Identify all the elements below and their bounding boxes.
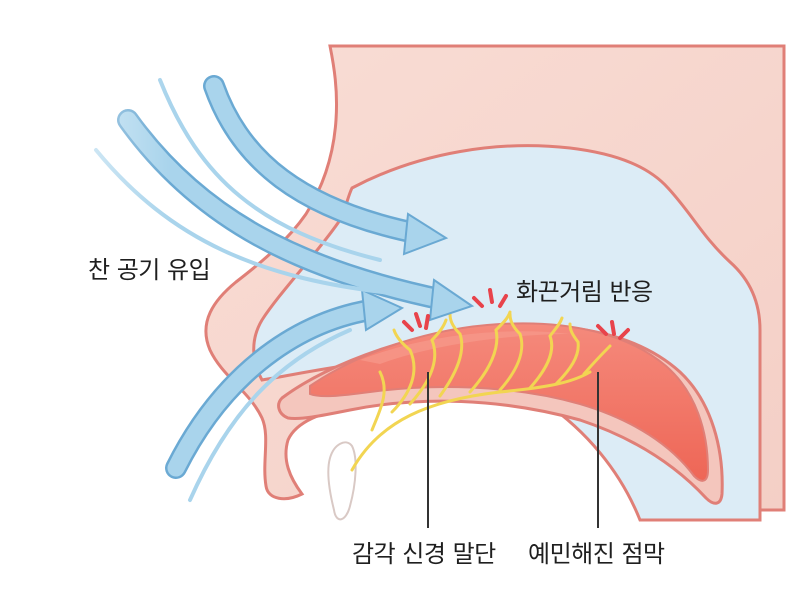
tick-group-right [596, 320, 630, 340]
nerve-twig [568, 322, 580, 344]
tooth [327, 441, 357, 521]
tick-group-left [402, 312, 430, 332]
fade-overlay [60, 60, 170, 520]
nerve-branch [408, 338, 437, 406]
label-itching-reaction: 화끈거림 반응 [516, 278, 653, 306]
label-sensitized-mucosa: 예민해진 점막 [528, 540, 665, 568]
nerve-branch [438, 332, 464, 398]
airflow-arrowhead [428, 278, 475, 322]
nerve-twig [430, 318, 448, 342]
label-sensory-nerve-endings: 감각 신경 말단 [352, 540, 496, 568]
airflow-arrowhead [402, 212, 449, 256]
nerve-branch [370, 370, 386, 432]
sensory-nerves [350, 310, 612, 472]
airflow-arrowhead [360, 288, 405, 332]
nerve-branch [498, 332, 524, 392]
nerve-branch [554, 340, 580, 386]
nerve-branch [468, 328, 499, 394]
airflow-stream [158, 78, 382, 262]
mucosa-highlight [360, 331, 570, 364]
nerve-twig [392, 328, 412, 352]
reaction-ticks [402, 288, 630, 340]
nerve-twig [448, 312, 462, 336]
nerve-branch [528, 334, 554, 390]
nerve-trunk [350, 370, 592, 472]
nerve-branch [390, 348, 416, 414]
label-cold-air-inflow: 찬 공기 유입 [88, 256, 211, 284]
nerve-branch [582, 344, 612, 376]
nerve-twig [548, 316, 564, 338]
tick-group-center [472, 288, 508, 308]
nerve-twig [508, 312, 522, 336]
airflow-stream [188, 328, 352, 502]
